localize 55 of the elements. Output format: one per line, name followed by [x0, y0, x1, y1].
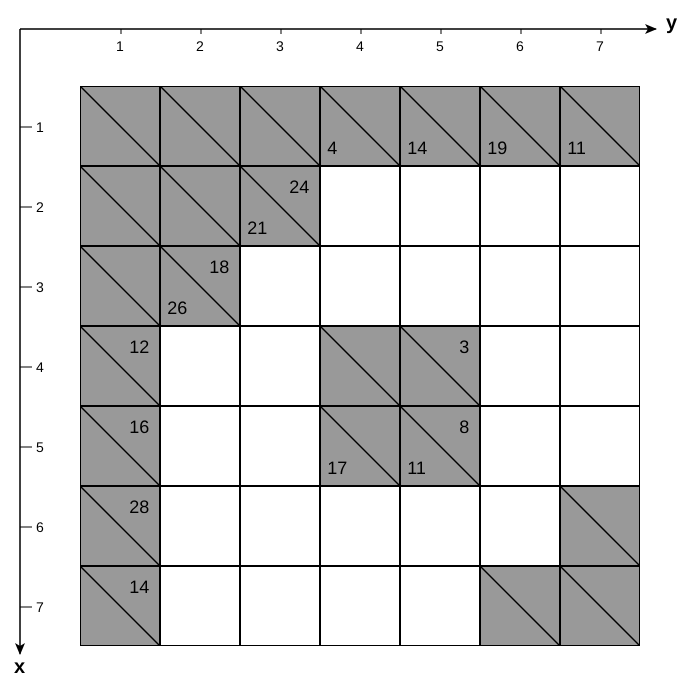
clue-number: 18: [209, 258, 230, 276]
axis-tick-label: 3: [276, 39, 284, 53]
shaded-cell: [80, 246, 160, 326]
clue-number: 3: [459, 338, 470, 356]
shaded-cell: [560, 566, 640, 646]
shaded-cell: [80, 566, 160, 646]
shaded-cell: [400, 326, 480, 406]
clue-number: 11: [407, 459, 426, 478]
shaded-cell: [80, 86, 160, 166]
shaded-cell: [160, 166, 240, 246]
shaded-cell: [320, 406, 400, 486]
axis-tick-label: 4: [36, 360, 44, 374]
shaded-cell: [80, 326, 160, 406]
shaded-cell: [240, 166, 320, 246]
shaded-cell: [320, 326, 400, 406]
axis-tick-label: 7: [36, 600, 44, 614]
shaded-cell: [480, 86, 560, 166]
clue-number: 17: [327, 459, 348, 478]
shaded-cell: [240, 86, 320, 166]
clue-number: 12: [129, 338, 150, 356]
axis-tick-label: 2: [36, 200, 44, 214]
shaded-cell: [480, 566, 560, 646]
clue-number: 26: [167, 299, 188, 318]
clue-number: 28: [129, 498, 150, 516]
axis-tick-label: 6: [36, 520, 44, 534]
clue-number: 11: [567, 139, 586, 158]
shaded-cell: [560, 486, 640, 566]
axis-tick-label: 3: [36, 280, 44, 294]
shaded-cell: [560, 86, 640, 166]
axis-tick-label: 1: [116, 39, 124, 53]
axis-tick-label: 5: [36, 440, 44, 454]
axis-tick-label: 4: [356, 39, 364, 53]
shaded-cell: [400, 406, 480, 486]
clue-number: 14: [407, 139, 428, 158]
axis-tick-label: 7: [596, 39, 604, 53]
shaded-cell: [160, 86, 240, 166]
axis-tick-label: 1: [36, 120, 44, 134]
clue-number: 8: [459, 418, 470, 436]
shaded-cell: [320, 86, 400, 166]
shaded-cell: [160, 246, 240, 326]
shaded-cell: [80, 406, 160, 486]
clue-number: 24: [289, 178, 310, 196]
clue-number: 21: [247, 219, 268, 238]
clue-number: 4: [327, 139, 338, 158]
axis-tick-label: 5: [436, 39, 444, 53]
clue-number: 19: [487, 139, 508, 158]
shaded-cell: [80, 166, 160, 246]
shaded-cell: [400, 86, 480, 166]
axis-label: x: [14, 657, 26, 677]
clue-number: 16: [129, 418, 150, 436]
clue-number: 14: [129, 578, 150, 596]
shaded-cell: [80, 486, 160, 566]
axis-tick-label: 6: [516, 39, 524, 53]
axis-label: y: [666, 13, 678, 33]
axis-tick-label: 2: [196, 39, 204, 53]
